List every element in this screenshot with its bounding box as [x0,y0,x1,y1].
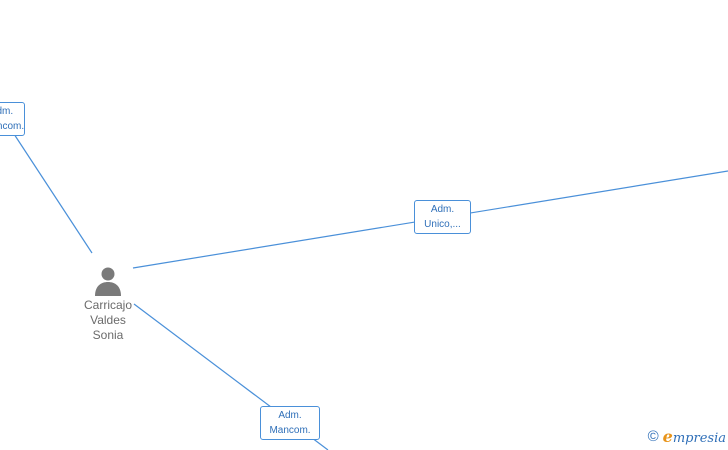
edge-label-line-1: Adm. [0,106,14,117]
edge-label-line-2: Mancom. [269,425,311,436]
edge-label-line-1: Adm. [430,204,455,215]
logo-initial: e [662,427,673,446]
edge-label-line-1: Adm. [278,410,302,421]
logo-text: mpresia [672,431,726,446]
edge-label-adm-unico[interactable]: Adm. Unico,... [414,200,471,234]
empresia-logo: empresia [663,427,726,446]
person-node[interactable]: Carricajo Valdes Sonia [66,266,150,343]
person-icon [95,267,121,296]
edge-label-adm-mancom-top-left[interactable]: Adm. Mancom. [0,102,25,136]
edge-line-top-left [13,133,93,254]
footer-brand: © empresia [648,427,726,446]
edge-label-line-2: Mancom. [0,121,25,132]
copyright-icon: © [647,428,659,445]
person-name-line: Valdes [90,313,126,327]
edge-label-line-2: Unico,... [424,219,461,230]
person-name-line: Carricajo [83,298,132,312]
edge-label-adm-mancom-bottom[interactable]: Adm. Mancom. [260,406,320,440]
person-name-line: Sonia [92,328,124,342]
person-name: Carricajo Valdes Sonia [66,298,150,343]
